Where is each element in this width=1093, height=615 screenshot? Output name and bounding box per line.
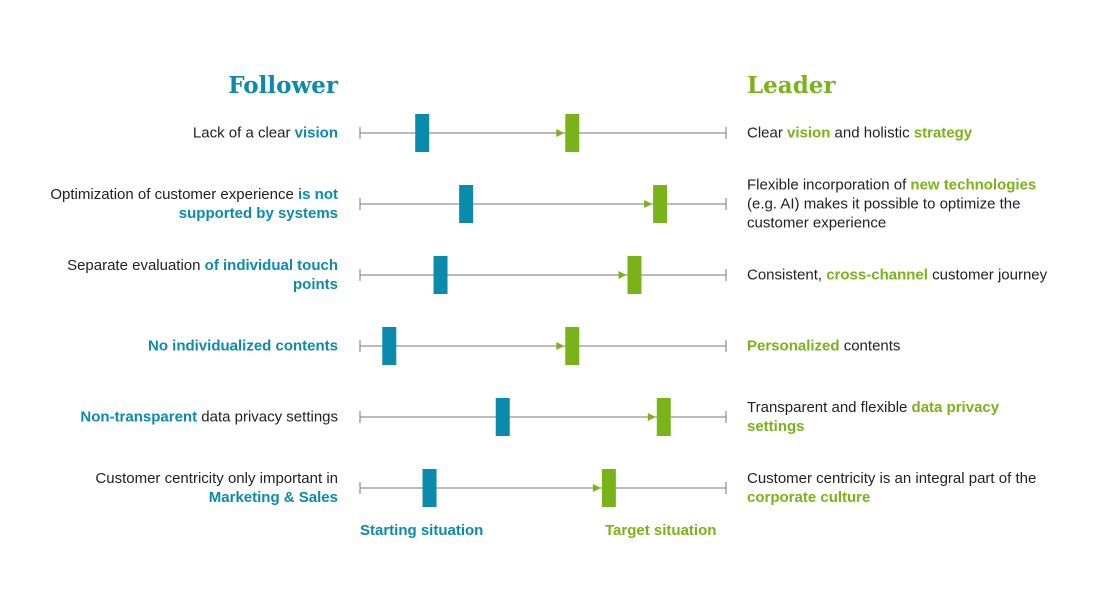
progress-scale (359, 185, 727, 223)
starting-situation-marker (459, 185, 474, 223)
starting-situation-marker (422, 469, 437, 507)
leader-description: Flexible incorporation of new technologi… (747, 176, 1057, 233)
arrow-head-icon (556, 129, 565, 137)
plain-text: Consistent, (747, 266, 827, 284)
plain-text: and holistic (830, 124, 914, 142)
highlight-text: Personalized (747, 337, 840, 355)
arrow-head-icon (644, 200, 653, 208)
leader-description: Transparent and flexible data privacy se… (747, 398, 1057, 436)
leader-description: Personalized contents (747, 337, 1057, 356)
follower-heading: Follower (228, 72, 338, 99)
starting-situation-marker (495, 398, 510, 436)
leader-description: Clear vision and holistic strategy (747, 124, 1057, 143)
target-situation-marker (653, 185, 668, 223)
highlight-text: new technologies (910, 176, 1037, 194)
comparison-row: Optimization of customer experience is n… (0, 174, 1093, 234)
arrow-head-icon (556, 342, 565, 350)
follower-description: Optimization of customer experience is n… (28, 185, 338, 223)
plain-text: Flexible incorporation of (747, 176, 911, 194)
follower-description: Customer centricity only important in Ma… (28, 469, 338, 507)
plain-text: Optimization of customer experience (50, 186, 298, 203)
leader-description: Customer centricity is an integral part … (747, 469, 1057, 507)
highlight-text: vision (294, 124, 338, 142)
arrow-head-icon (592, 484, 601, 492)
plain-text: contents (839, 337, 901, 355)
progress-scale (359, 327, 727, 365)
target-situation-marker (565, 327, 580, 365)
highlight-text: is not supported by systems (178, 186, 338, 222)
follower-description: Lack of a clear vision (28, 124, 338, 143)
highlight-text: of individual touch points (204, 257, 338, 293)
progress-scale (359, 398, 727, 436)
highlight-text: data privacy settings (747, 399, 1000, 435)
highlight-text: corporate culture (747, 489, 871, 506)
highlight-text: Non-transparent (80, 408, 198, 426)
plain-text: Separate evaluation (67, 257, 205, 274)
target-situation-marker (565, 114, 580, 152)
highlight-text: strategy (913, 124, 973, 142)
starting-situation-marker (415, 114, 430, 152)
comparison-row: Customer centricity only important in Ma… (0, 458, 1093, 518)
target-situation-marker (656, 398, 671, 436)
leader-heading: Leader (747, 72, 836, 99)
follower-description: No individualized contents (28, 337, 338, 356)
starting-situation-label: Starting situation (360, 522, 484, 539)
arrow-head-icon (618, 271, 627, 279)
plain-text: customer journey (927, 266, 1048, 284)
starting-situation-marker (433, 256, 448, 294)
highlight-text: cross-channel (826, 266, 928, 284)
comparison-row: No individualized contents Personalized c… (0, 316, 1093, 376)
plain-text: Customer centricity only important in (95, 470, 338, 487)
target-situation-marker (627, 256, 642, 294)
follower-description: Non-transparent data privacy settings (28, 408, 338, 427)
plain-text: (e.g. AI) makes it possible to optimize … (747, 195, 1021, 232)
target-situation-marker (601, 469, 616, 507)
plain-text: Lack of a clear (192, 124, 295, 142)
starting-situation-marker (382, 327, 397, 365)
plain-text: Customer centricity is an integral part … (747, 470, 1037, 487)
highlight-text: vision (787, 124, 831, 142)
comparison-row: Separate evaluation of individual touch … (0, 245, 1093, 305)
progress-scale (359, 114, 727, 152)
progress-scale (359, 469, 727, 507)
arrow-head-icon (647, 413, 656, 421)
progress-scale (359, 256, 727, 294)
highlight-text: No individualized contents (147, 337, 338, 355)
plain-text: Clear (747, 124, 788, 142)
plain-text: data privacy settings (197, 408, 338, 426)
leader-description: Consistent, cross-channel customer journ… (747, 266, 1057, 285)
target-situation-label: Target situation (605, 522, 717, 539)
highlight-text: Marketing & Sales (208, 489, 338, 506)
follower-description: Separate evaluation of individual touch … (28, 256, 338, 294)
plain-text: Transparent and flexible (747, 399, 912, 416)
